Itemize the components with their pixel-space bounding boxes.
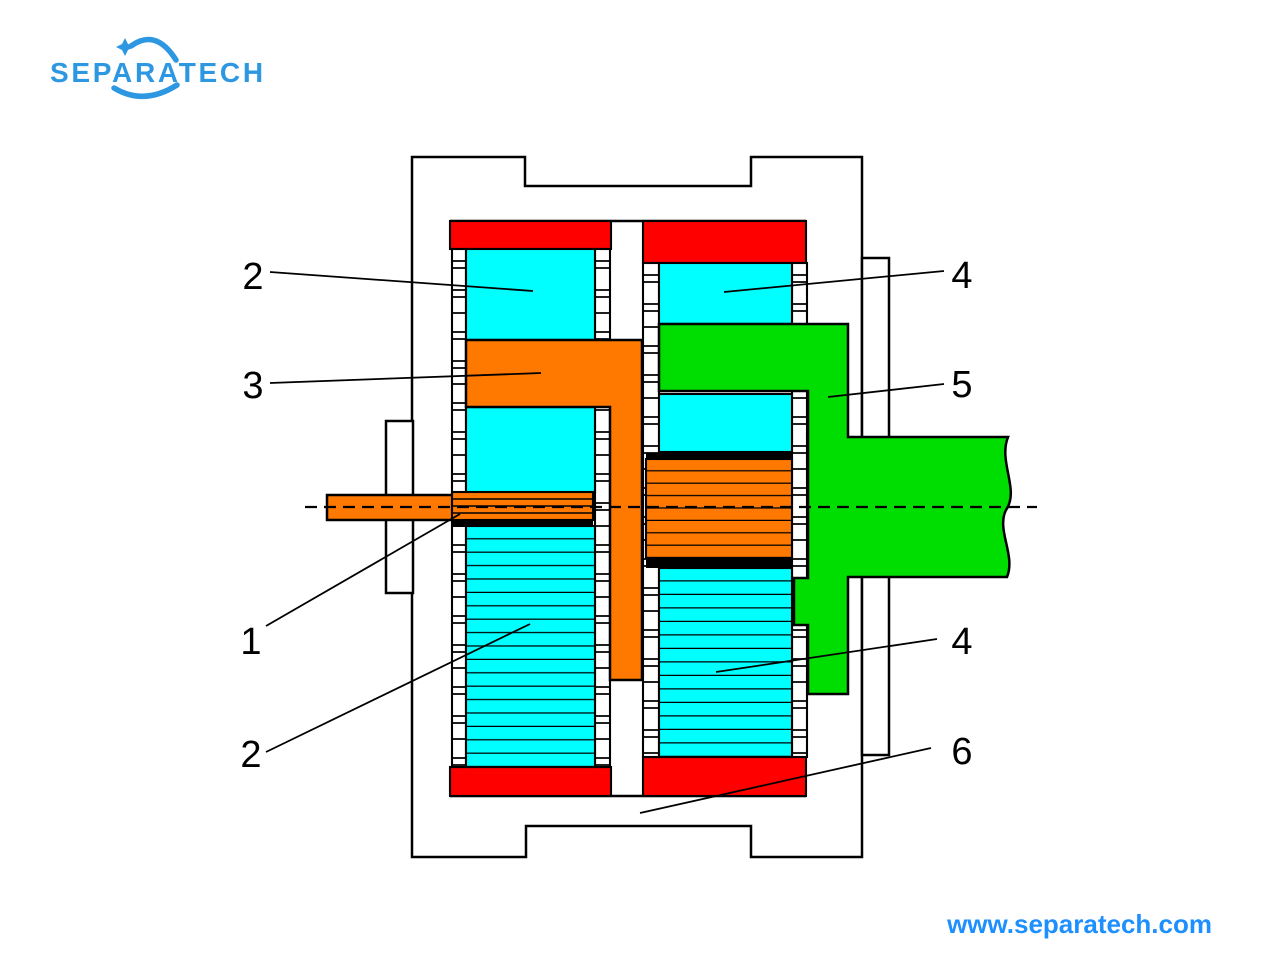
- rotor-disc-stack-top-band: [646, 453, 792, 459]
- coil-middle-left: [464, 405, 597, 495]
- logo: SEPARATECH: [50, 36, 266, 100]
- callout-1: 1: [240, 621, 261, 663]
- output-rotor-green: [657, 322, 1012, 696]
- logo-star-icon: [116, 38, 134, 56]
- stator-block-top-left: [448, 219, 613, 251]
- leader-line-1: [265, 513, 461, 627]
- coil-upper-left: [464, 247, 597, 342]
- logo-swoosh-bottom: [111, 82, 180, 100]
- input-shaft-band: [452, 519, 593, 527]
- leader-line-6: [639, 747, 932, 814]
- leader-line-5: [827, 383, 945, 398]
- callout-4-bottom: 4: [951, 621, 972, 663]
- callout-3: 3: [242, 365, 263, 407]
- lamination-stack-lower-right: [657, 566, 794, 759]
- callout-2-bottom: 2: [240, 734, 261, 776]
- rotor-carrier-orange: [464, 338, 644, 682]
- logo-swoosh-top: [128, 36, 179, 63]
- leader-line-4-bottom: [715, 638, 938, 673]
- coil-middle-right: [657, 392, 794, 454]
- callout-2-top: 2: [242, 256, 263, 298]
- leader-line-4-top: [723, 270, 945, 293]
- callout-5: 5: [951, 364, 972, 406]
- stator-block-bottom-left: [448, 765, 613, 798]
- leader-line-2-bottom: [265, 623, 531, 753]
- rotor-disc-stack-bottom-band: [646, 558, 792, 568]
- callout-4-top: 4: [951, 255, 972, 297]
- rotor-disc-stack: [644, 457, 794, 560]
- coil-upper-right: [657, 261, 794, 326]
- callout-6: 6: [951, 731, 972, 773]
- leader-line-3: [269, 372, 542, 384]
- stator-block-top-right: [641, 219, 808, 265]
- logo-text: SEPARATECH: [50, 57, 266, 88]
- stator-block-bottom-right: [641, 755, 808, 798]
- leader-line-2-top: [269, 271, 534, 292]
- lamination-stack-lower-left: [464, 524, 597, 769]
- website-url: www.separatech.com: [946, 909, 1212, 939]
